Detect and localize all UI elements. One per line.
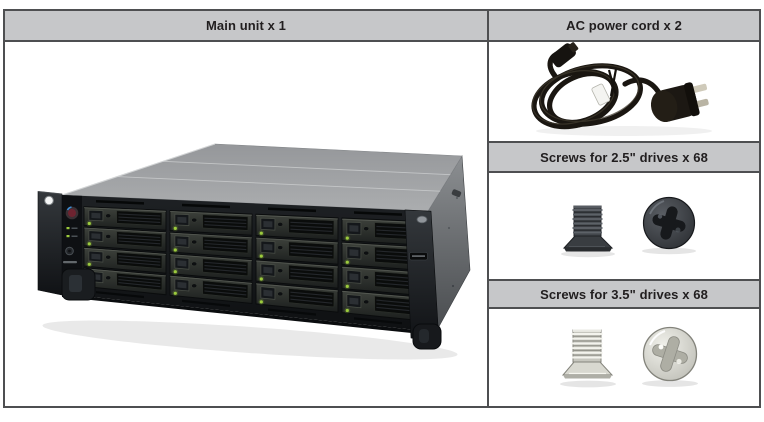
- cable-tie: [607, 68, 618, 97]
- package-contents-table: Main unit x 1: [3, 9, 761, 408]
- main-unit-header: Main unit x 1: [5, 11, 487, 42]
- screw-35-top-view: [642, 326, 698, 382]
- main-unit-column: Main unit x 1: [5, 11, 489, 406]
- ac-power-cord-image-cell: [489, 42, 759, 143]
- cord-label: [591, 83, 611, 106]
- screws-25-image-cell: [489, 173, 759, 281]
- screws-25-image: [561, 196, 696, 258]
- screw-35-side-view: [561, 329, 614, 379]
- screw-25-top-view: [642, 196, 696, 250]
- ac-power-cord-header: AC power cord x 2: [489, 11, 759, 42]
- cord-connector-end: [550, 42, 579, 68]
- screw-25-side-view: [562, 205, 614, 252]
- screws-25-header: Screws for 2.5" drives x 68: [489, 143, 759, 173]
- main-unit-image-cell: [5, 42, 487, 406]
- ac-power-cord-image: [531, 42, 712, 136]
- screws-35-image-cell: [489, 309, 759, 406]
- nas-device-image: [37, 143, 471, 360]
- screws-35-header: Screws for 3.5" drives x 68: [489, 281, 759, 309]
- screws-35-image: [560, 326, 698, 388]
- cord-plug: [650, 82, 709, 123]
- accessories-column: AC power cord x 2: [489, 11, 759, 406]
